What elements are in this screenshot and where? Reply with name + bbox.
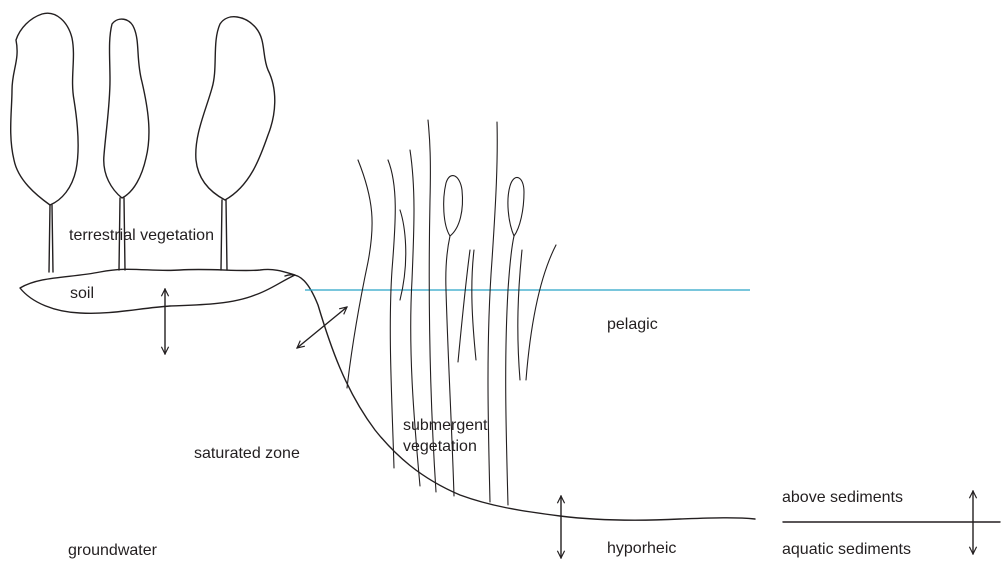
tree-1-trunk bbox=[49, 205, 53, 272]
shoreline-slope bbox=[285, 275, 755, 521]
shore-exchange-double-arrow bbox=[297, 307, 347, 348]
label-submergent-line1: submergent bbox=[403, 417, 488, 434]
strand-7 bbox=[458, 250, 470, 362]
label-soil: soil bbox=[70, 285, 94, 302]
label-hyporheic: hyporheic bbox=[607, 540, 676, 557]
strand-11 bbox=[518, 250, 522, 380]
label-aquatic-sediments: aquatic sediments bbox=[782, 541, 911, 558]
cattail-head-1 bbox=[444, 176, 463, 236]
strand-12 bbox=[526, 245, 556, 380]
tree-2-crown bbox=[104, 19, 149, 198]
label-submergent-line2: vegetation bbox=[403, 438, 477, 455]
label-above-sediments: above sediments bbox=[782, 489, 903, 506]
strand-8 bbox=[472, 250, 476, 360]
tree-1-crown bbox=[11, 13, 78, 205]
soil-body bbox=[20, 269, 295, 313]
label-terrestrial-vegetation: terrestrial vegetation bbox=[69, 227, 214, 244]
strand-9 bbox=[488, 122, 497, 502]
cattail-head-2 bbox=[508, 177, 524, 236]
strand-6 bbox=[446, 236, 454, 496]
strand-3 bbox=[410, 150, 420, 486]
tree-3-crown bbox=[196, 17, 275, 200]
label-saturated-zone: saturated zone bbox=[194, 445, 300, 462]
label-groundwater: groundwater bbox=[68, 542, 158, 559]
label-pelagic: pelagic bbox=[607, 316, 658, 333]
strand-4 bbox=[400, 210, 406, 300]
strand-10 bbox=[506, 236, 514, 505]
strand-1 bbox=[347, 160, 372, 388]
strand-2 bbox=[388, 160, 395, 468]
tree-3-trunk bbox=[221, 200, 227, 270]
strand-5 bbox=[428, 120, 436, 492]
